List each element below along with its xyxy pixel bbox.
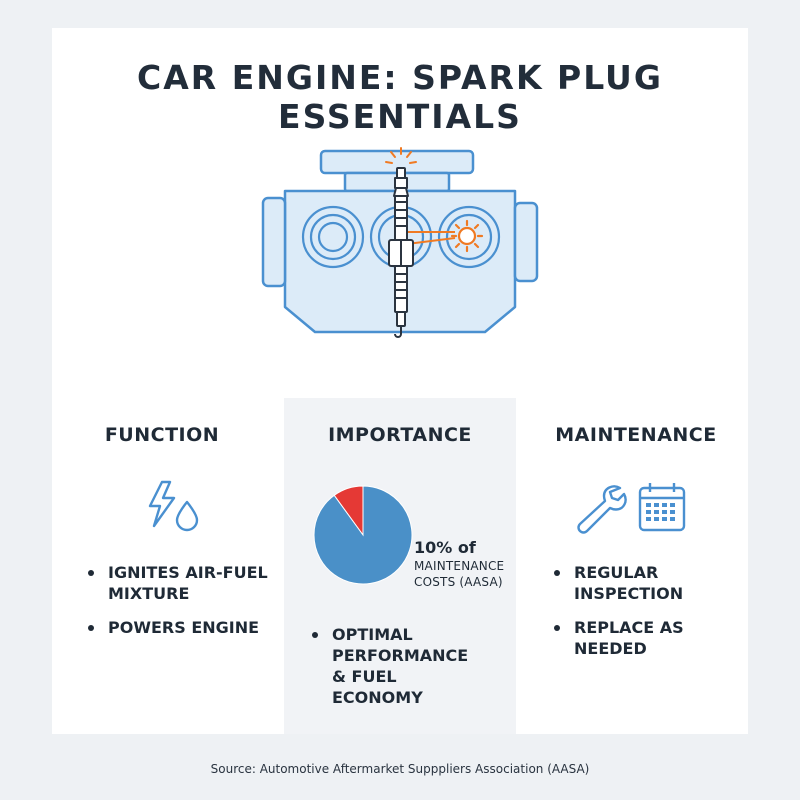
maintenance-icons [577,483,686,534]
top-spark-icon [385,147,417,164]
list-item: POWERS ENGINE [86,617,276,638]
list-item: IGNITES AIR-FUEL MIXTURE [86,562,276,604]
list-item: OPTIMAL PERFORMANCE & FUEL ECONOMY [310,624,480,708]
function-heading: FUNCTION [104,424,220,446]
pie-stat-description: MAINTENANCE COSTS (AASA) [414,559,505,589]
wrench-icon [577,485,627,534]
page-title: CAR ENGINE: SPARK PLUG ESSENTIALS [137,58,663,136]
pie-stat-percent: 10% of [414,538,476,557]
calendar-days [646,503,675,521]
spark-lines [406,231,456,245]
cylinder-left [301,205,365,269]
calendar-icon [638,483,686,532]
pie-stat-label: 10% of MAINTENANCE COSTS (AASA) [414,538,524,590]
lightning-icon [148,480,176,528]
maintenance-cost-pie-chart [313,485,413,585]
list-item: REPLACE AS NEEDED [552,617,742,659]
pie-slice-1 [313,485,413,585]
maintenance-bullets: REGULAR INSPECTION REPLACE AS NEEDED [552,562,742,672]
cylinder-right [437,205,501,269]
function-bullets: IGNITES AIR-FUEL MIXTURE POWERS ENGINE [86,562,276,651]
engine-mount-right [513,201,539,283]
function-icons [148,480,199,532]
droplet-icon [175,500,199,532]
source-citation: Source: Automotive Aftermarket Suppplier… [210,762,590,776]
importance-heading: IMPORTANCE [328,424,472,446]
ignition-burst-icon [450,219,484,253]
spark-plug-icon [388,167,414,338]
importance-bullets: OPTIMAL PERFORMANCE & FUEL ECONOMY [310,624,480,721]
list-item: REGULAR INSPECTION [552,562,742,604]
engine-illustration [261,147,539,338]
maintenance-heading: MAINTENANCE [555,424,717,446]
engine-mount-left [261,196,287,288]
